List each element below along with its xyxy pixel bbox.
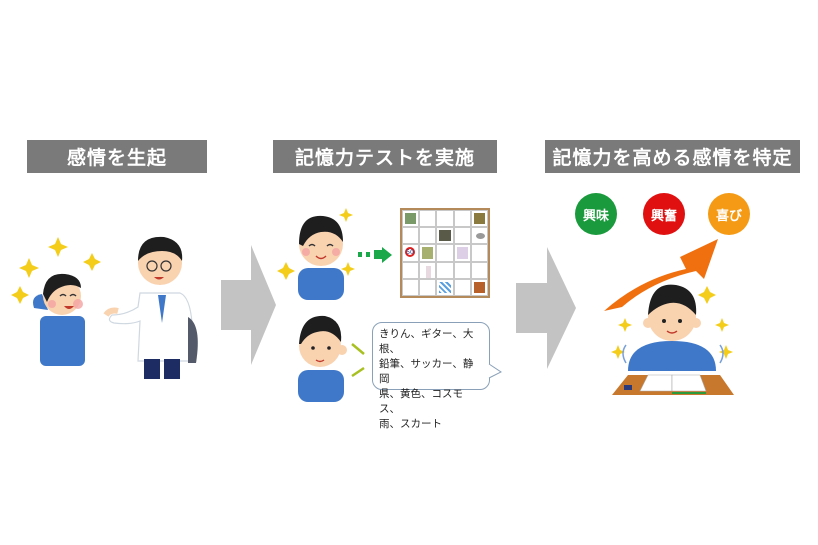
word-line: 県、黄色、コスモス、 bbox=[379, 388, 463, 415]
grid-cell bbox=[402, 210, 420, 228]
emotion-joy-badge: 喜び bbox=[708, 193, 750, 235]
thinking-boy-illustration bbox=[298, 315, 347, 402]
speed-sign-icon: 50 bbox=[405, 247, 415, 258]
grid-cell bbox=[453, 278, 471, 296]
emotion-interest-badge: 興味 bbox=[575, 193, 617, 235]
thinking-lines-icon bbox=[351, 343, 365, 378]
grid-cell bbox=[470, 210, 488, 228]
grid-cell bbox=[470, 227, 488, 245]
word-line: 鉛筆、サッカー、静岡 bbox=[379, 358, 474, 385]
grid-cell bbox=[419, 278, 437, 296]
grid-cell bbox=[453, 227, 471, 245]
grid-cell bbox=[470, 278, 488, 296]
memory-test-grid: 50 bbox=[400, 208, 490, 298]
grid-cell bbox=[436, 210, 454, 228]
emotion-excitement-badge: 興奮 bbox=[643, 193, 685, 235]
word-list-bubble: きりん、ギター、大根、 鉛筆、サッカー、静岡 県、黄色、コスモス、 雨、スカート bbox=[372, 322, 490, 430]
grid-cell bbox=[453, 210, 471, 228]
emotion-label: 喜び bbox=[715, 208, 742, 224]
flow-arrow-2 bbox=[516, 247, 576, 369]
step2-header: 記憶力テストを実施 bbox=[273, 140, 497, 173]
studying-boy-illustration bbox=[612, 284, 734, 395]
grid-cell bbox=[436, 278, 454, 296]
emotion-label: 興奮 bbox=[650, 208, 677, 224]
step3-header: 記憶力を高める感情を特定 bbox=[545, 140, 800, 173]
word-line: 雨、スカート bbox=[379, 418, 442, 430]
step1-header: 感情を生起 bbox=[27, 140, 207, 173]
grid-cell bbox=[436, 261, 454, 279]
smiling-boy-illustration bbox=[298, 215, 344, 300]
word-line: きりん、ギター、大根、 bbox=[379, 328, 474, 355]
grid-cell bbox=[402, 261, 420, 279]
green-arrow-icon bbox=[358, 247, 392, 263]
bubble-tail bbox=[488, 363, 502, 379]
flow-arrow-1 bbox=[221, 245, 276, 365]
grid-cell bbox=[453, 244, 471, 262]
grid-cell bbox=[402, 227, 420, 245]
grid-cell bbox=[436, 227, 454, 245]
emotion-label: 興味 bbox=[582, 208, 609, 224]
grid-cell bbox=[453, 261, 471, 279]
rising-arrow-icon bbox=[604, 239, 718, 311]
grid-cell bbox=[402, 278, 420, 296]
grid-cell bbox=[419, 227, 437, 245]
grid-cell bbox=[470, 244, 488, 262]
grid-cell bbox=[436, 244, 454, 262]
grid-cell: 50 bbox=[402, 244, 420, 262]
grid-cell bbox=[470, 261, 488, 279]
doctor-illustration bbox=[103, 236, 198, 379]
grid-cell bbox=[419, 244, 437, 262]
grid-cell bbox=[419, 261, 437, 279]
happy-boy-illustration bbox=[33, 273, 85, 366]
grid-cell bbox=[419, 210, 437, 228]
